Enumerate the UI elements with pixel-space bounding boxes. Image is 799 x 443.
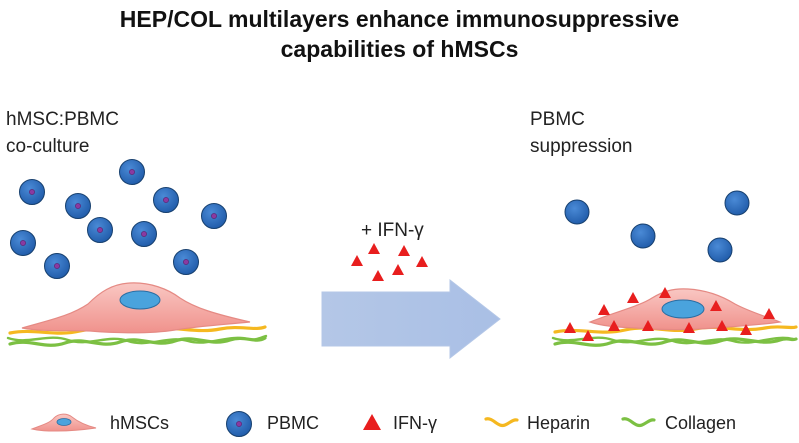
ifn-gamma-triangle: [740, 324, 752, 335]
left-collagen-strand-2: [6, 334, 268, 345]
right-pbmc-cells: [564, 190, 750, 263]
free-ifn-gamma-molecules: [351, 243, 428, 281]
legend-label-heparin: Heparin: [527, 413, 591, 433]
pbmc-cell: [173, 249, 199, 275]
left-pbmc-cells: [10, 159, 227, 279]
pbmc-cell: [10, 230, 36, 256]
right-hmsc-cell: [588, 288, 783, 331]
arrow-label: + IFN-γ: [361, 220, 424, 241]
pbmc-cell: [131, 221, 157, 247]
left-panel-label-line-2: co-culture: [6, 136, 90, 157]
ifn-gamma-triangle: [598, 304, 610, 315]
pbmc-cell: [119, 159, 145, 185]
ifn-gamma-triangle: [608, 320, 620, 331]
left-hmsc-cell: [21, 282, 251, 334]
ifn-gamma-triangle: [392, 264, 404, 275]
figure-title-line-2: capabilities of hMSCs: [280, 36, 519, 62]
ifn-gamma-triangle: [763, 308, 775, 319]
right-panel-label-line-2: suppression: [530, 136, 633, 157]
pbmc-cell: [201, 203, 227, 229]
collagen-strand-icon: [621, 417, 656, 428]
pbmc-cell: [87, 217, 113, 243]
legend-label-ifn-gamma: IFN-γ: [393, 413, 437, 433]
ifn-gamma-triangle: [627, 292, 639, 303]
pbmc-cell: [707, 237, 733, 263]
legend-label-collagen: Collagen: [665, 413, 737, 433]
ifn-gamma-triangle: [368, 243, 380, 254]
left-panel-label-line-1: hMSC:PBMC: [6, 109, 119, 130]
pbmc-cell: [724, 190, 750, 216]
ifn-gamma-triangle: [372, 270, 384, 281]
ifn-gamma-triangle: [642, 320, 654, 331]
ifn-gamma-triangle: [416, 256, 428, 267]
ifn-gamma-triangle-icon: [363, 414, 381, 430]
pbmc-cell: [19, 179, 45, 205]
pbmc-cell: [153, 187, 179, 213]
heparin-strand-icon: [484, 417, 519, 428]
pbmc-cell: [44, 253, 70, 279]
ifn-gamma-triangle: [582, 330, 594, 341]
hmsc-cell-icon: [30, 413, 97, 432]
ifn-gamma-triangle: [683, 322, 695, 333]
pbmc-cell: [630, 223, 656, 249]
bound-ifn-gamma-molecules: [564, 287, 775, 341]
right-panel-label-line-1: PBMC: [530, 109, 585, 130]
ifn-gamma-triangle: [398, 245, 410, 256]
ifn-gamma-triangle: [710, 300, 722, 311]
right-collagen-strand-2: [551, 336, 795, 345]
pbmc-cell: [65, 193, 91, 219]
ifn-gamma-triangle: [716, 320, 728, 331]
pbmc-cell: [564, 199, 590, 225]
process-arrow: [321, 278, 501, 360]
ifn-gamma-triangle: [351, 255, 363, 266]
ifn-gamma-triangle: [564, 322, 576, 333]
figure-title-line-1: HEP/COL multilayers enhance immunosuppre…: [119, 6, 680, 32]
pbmc-cell-icon: [226, 411, 252, 437]
legend-label-hmscs: hMSCs: [110, 413, 170, 433]
legend: [30, 411, 656, 437]
legend-label-pbmc: PBMC: [267, 413, 320, 433]
ifn-gamma-triangle: [659, 287, 671, 298]
